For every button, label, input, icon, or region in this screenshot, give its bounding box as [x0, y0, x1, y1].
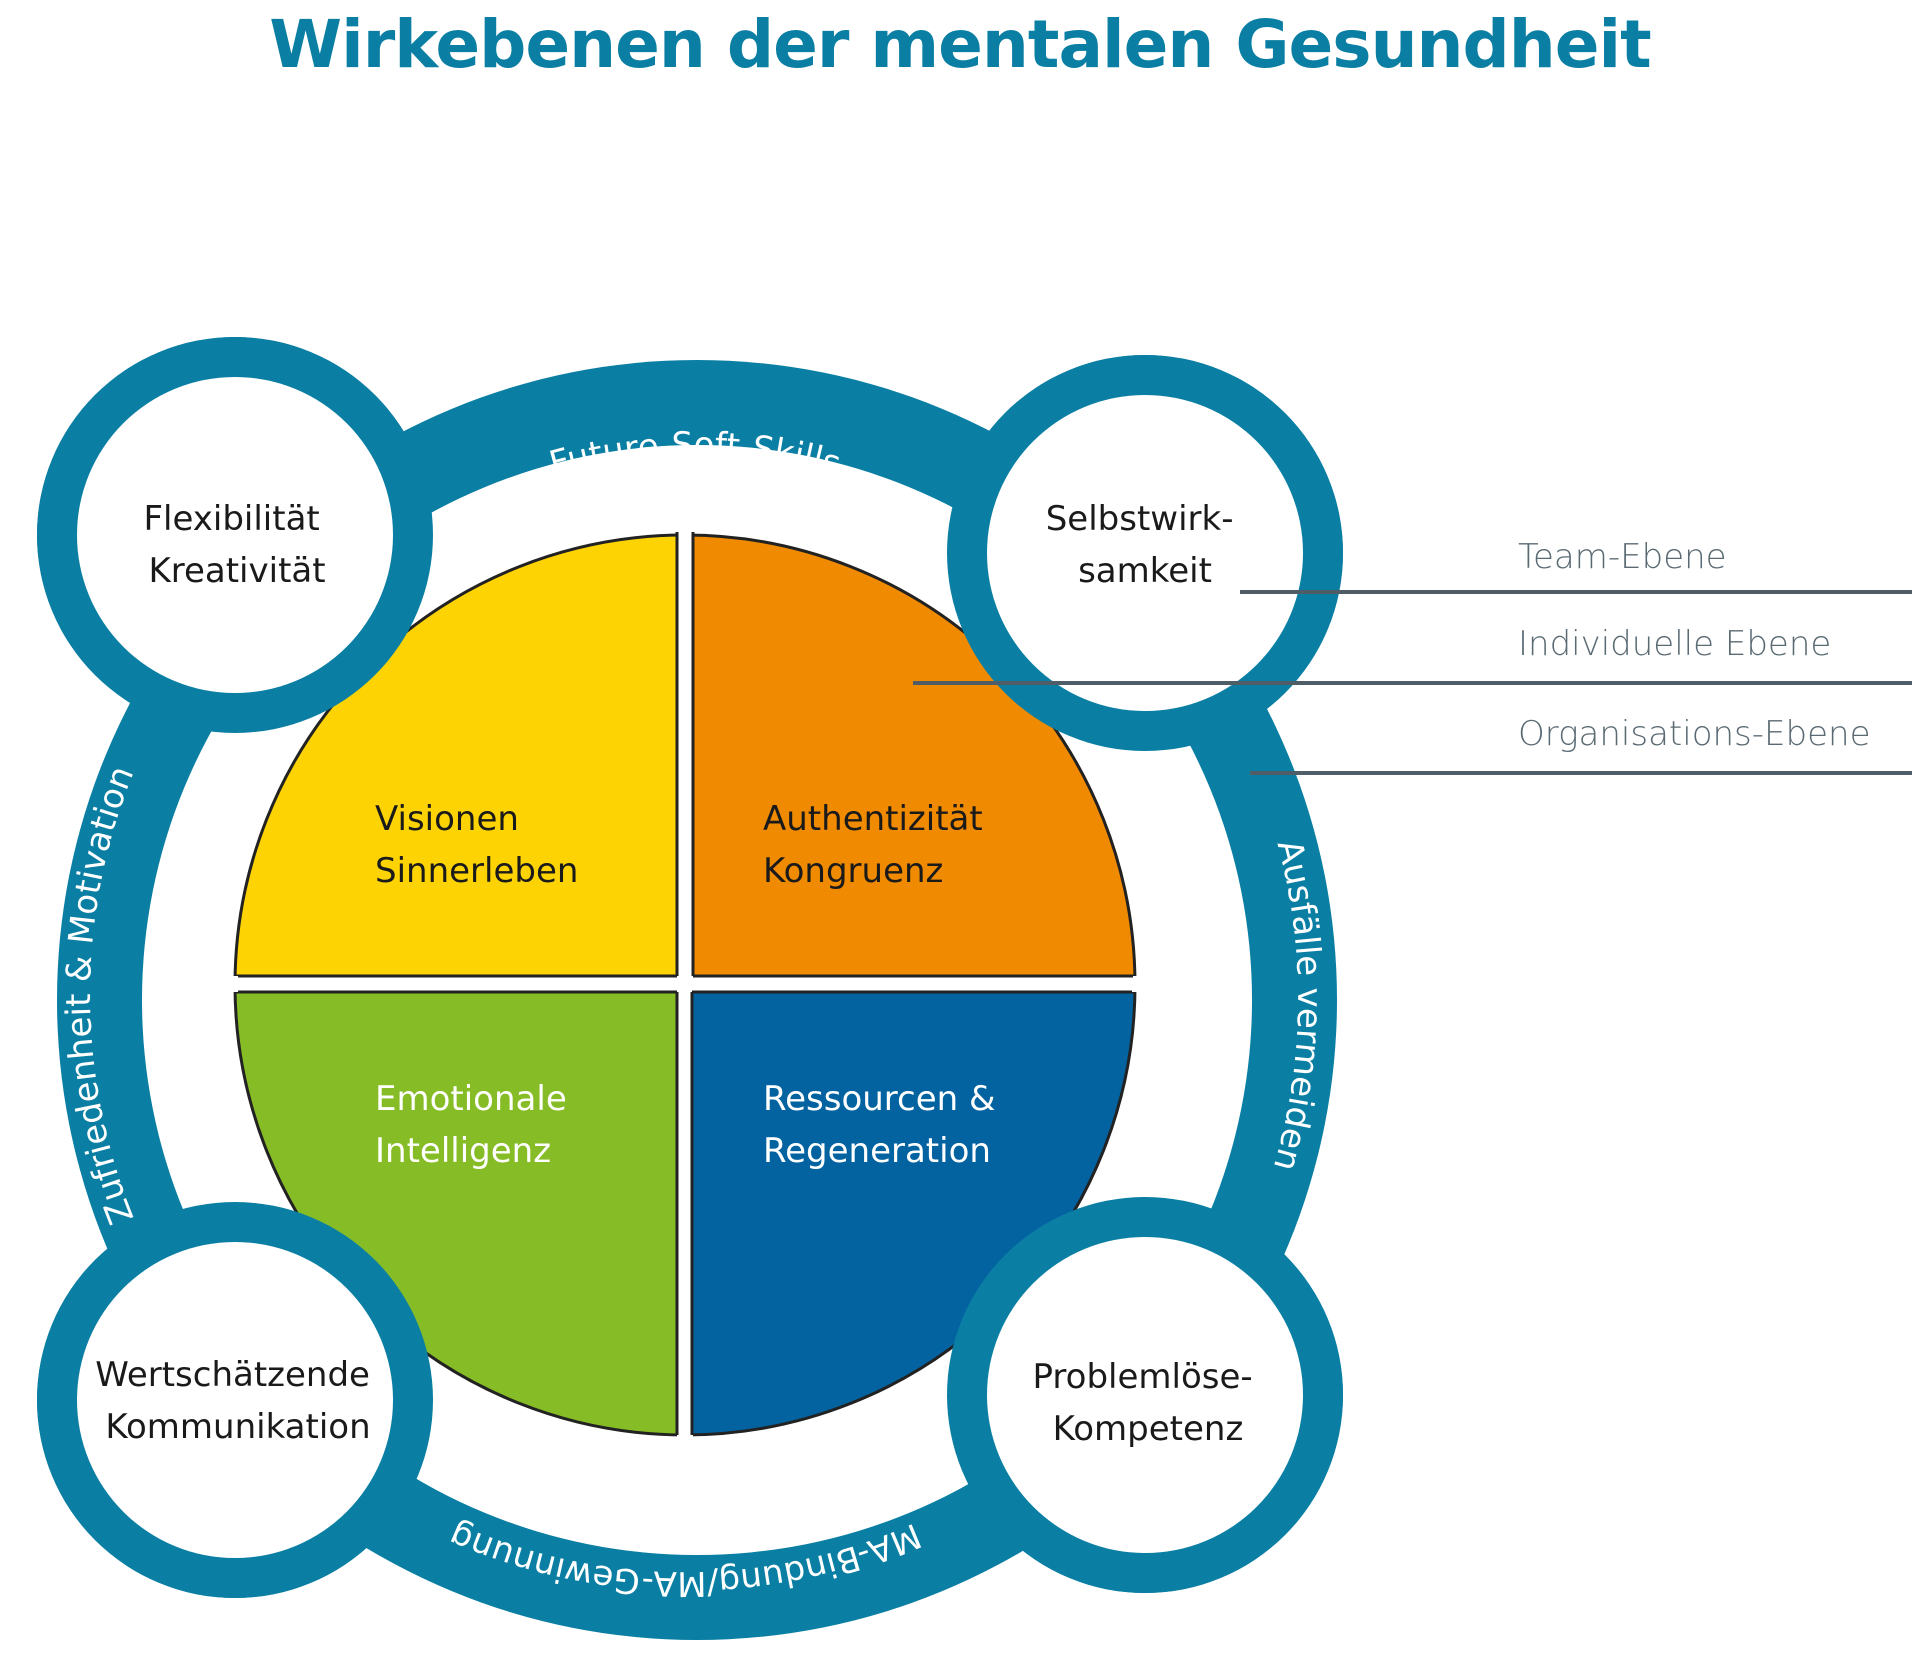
quadrant-label-emotionale-intelligenz: Emotionale Intelligenz [375, 1079, 578, 1171]
circle-wertschaetzende-kommunikation [77, 1242, 393, 1558]
legend-label-individuell: Individuelle Ebene [1518, 624, 1831, 664]
legend: Team-Ebene Individuelle Ebene Organisati… [913, 537, 1912, 775]
circle-problemloese-kompetenz [987, 1237, 1303, 1553]
quadrant-label-authentizitaet: Authentizität Kongruenz [763, 799, 994, 891]
circle-flexibilitaet [77, 377, 393, 693]
circle-selbstwirksamkeit [987, 395, 1303, 711]
circle-label-problemloese-kompetenz: Problemlöse- Kompetenz [1033, 1357, 1264, 1449]
page-title: Wirkebenen der mentalen Gesundheit [269, 6, 1651, 83]
quadrant-label-visionen: Visionen Sinnerleben [375, 799, 578, 891]
legend-label-organisation: Organisations-Ebene [1518, 714, 1870, 754]
circle-label-selbstwirksamkeit: Selbstwirk- samkeit [1046, 499, 1245, 591]
circle-label-wertschaetzende-kommunikation: Wertschätzende Kommunikation [95, 1355, 381, 1447]
small-circles [37, 337, 1343, 1598]
quadrant-label-ressourcen: Ressourcen & Regeneration [763, 1079, 1006, 1171]
quadrants [235, 535, 1135, 1435]
circle-label-flexibilitaet: Flexibilität Kreativität [143, 499, 330, 591]
legend-label-team: Team-Ebene [1518, 537, 1727, 577]
